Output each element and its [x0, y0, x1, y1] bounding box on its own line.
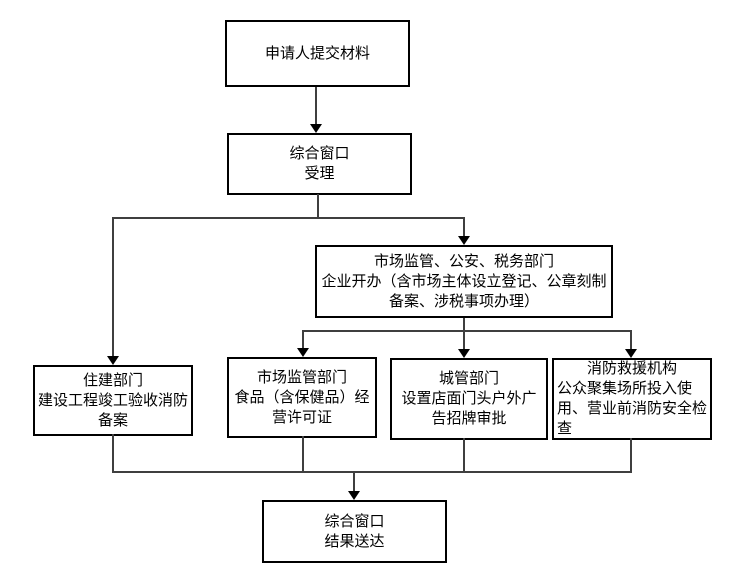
node-title: 住建部门	[82, 371, 143, 389]
node-title: 城管部门	[438, 370, 499, 387]
node-desc: 公众聚集场所投入使用、营业前消防安全检查	[557, 380, 708, 437]
node-desc: 建设工程竣工验收消防备案	[38, 391, 189, 429]
arrowhead-icon	[625, 349, 637, 358]
node-fire-rescue: 消防救援机构 公众聚集场所投入使用、营业前消防安全检查	[552, 358, 712, 440]
node-title: 消防救援机构	[586, 360, 677, 377]
connector-split-fire	[630, 330, 632, 349]
node-title: 申请人提交材料	[264, 44, 370, 62]
connector-split-housing	[112, 217, 114, 356]
arrowhead-icon	[310, 124, 322, 133]
arrowhead-icon	[458, 236, 470, 245]
connector-split-market	[302, 330, 304, 348]
connector-enterprise-split	[463, 318, 465, 332]
node-desc: 设置店面门头户外广告招牌审批	[401, 390, 537, 427]
node-window-accept: 综合窗口 受理	[227, 133, 412, 195]
connector-housing-merge	[112, 434, 114, 473]
arrowhead-icon	[107, 356, 119, 365]
node-market-dept: 市场监管部门 食品（含保健品）经营许可证	[227, 357, 377, 438]
connector-split-urban	[463, 330, 465, 349]
node-desc: 结果送达	[324, 532, 385, 550]
merge-bar	[112, 471, 632, 473]
split-bar-lower	[302, 330, 632, 332]
arrowhead-icon	[297, 348, 309, 357]
node-enterprise-setup: 市场监管、公安、税务部门 企业开办（含市场主体设立登记、公章刻制备案、涉税事项办…	[315, 245, 613, 318]
node-desc: 受理	[304, 165, 335, 182]
node-title: 市场监管部门	[256, 368, 347, 386]
arrowhead-icon	[348, 491, 360, 500]
node-title: 综合窗口	[289, 145, 350, 162]
connector-market-merge	[302, 436, 304, 473]
node-title: 综合窗口	[324, 512, 385, 530]
connector-urban-merge	[463, 438, 465, 473]
node-window-deliver: 综合窗口 结果送达	[262, 500, 447, 563]
connector-split-enterprise	[463, 217, 465, 237]
node-applicant-submit: 申请人提交材料	[225, 20, 410, 87]
node-desc: 企业开办（含市场主体设立登记、公章刻制备案、涉税事项办理）	[321, 272, 607, 310]
arrowhead-icon	[458, 349, 470, 358]
split-bar-upper	[112, 217, 465, 219]
connector-accept-split	[317, 194, 319, 219]
node-title: 市场监管、公安、税务部门	[373, 252, 554, 270]
node-housing-dept: 住建部门 建设工程竣工验收消防备案	[33, 365, 193, 436]
connector-submit-accept	[315, 87, 317, 124]
node-desc: 食品（含保健品）经营许可证	[234, 388, 370, 426]
node-urban-dept: 城管部门 设置店面门头户外广告招牌审批	[390, 358, 548, 440]
connector-merge-deliver	[353, 471, 355, 492]
connector-fire-merge	[630, 438, 632, 473]
